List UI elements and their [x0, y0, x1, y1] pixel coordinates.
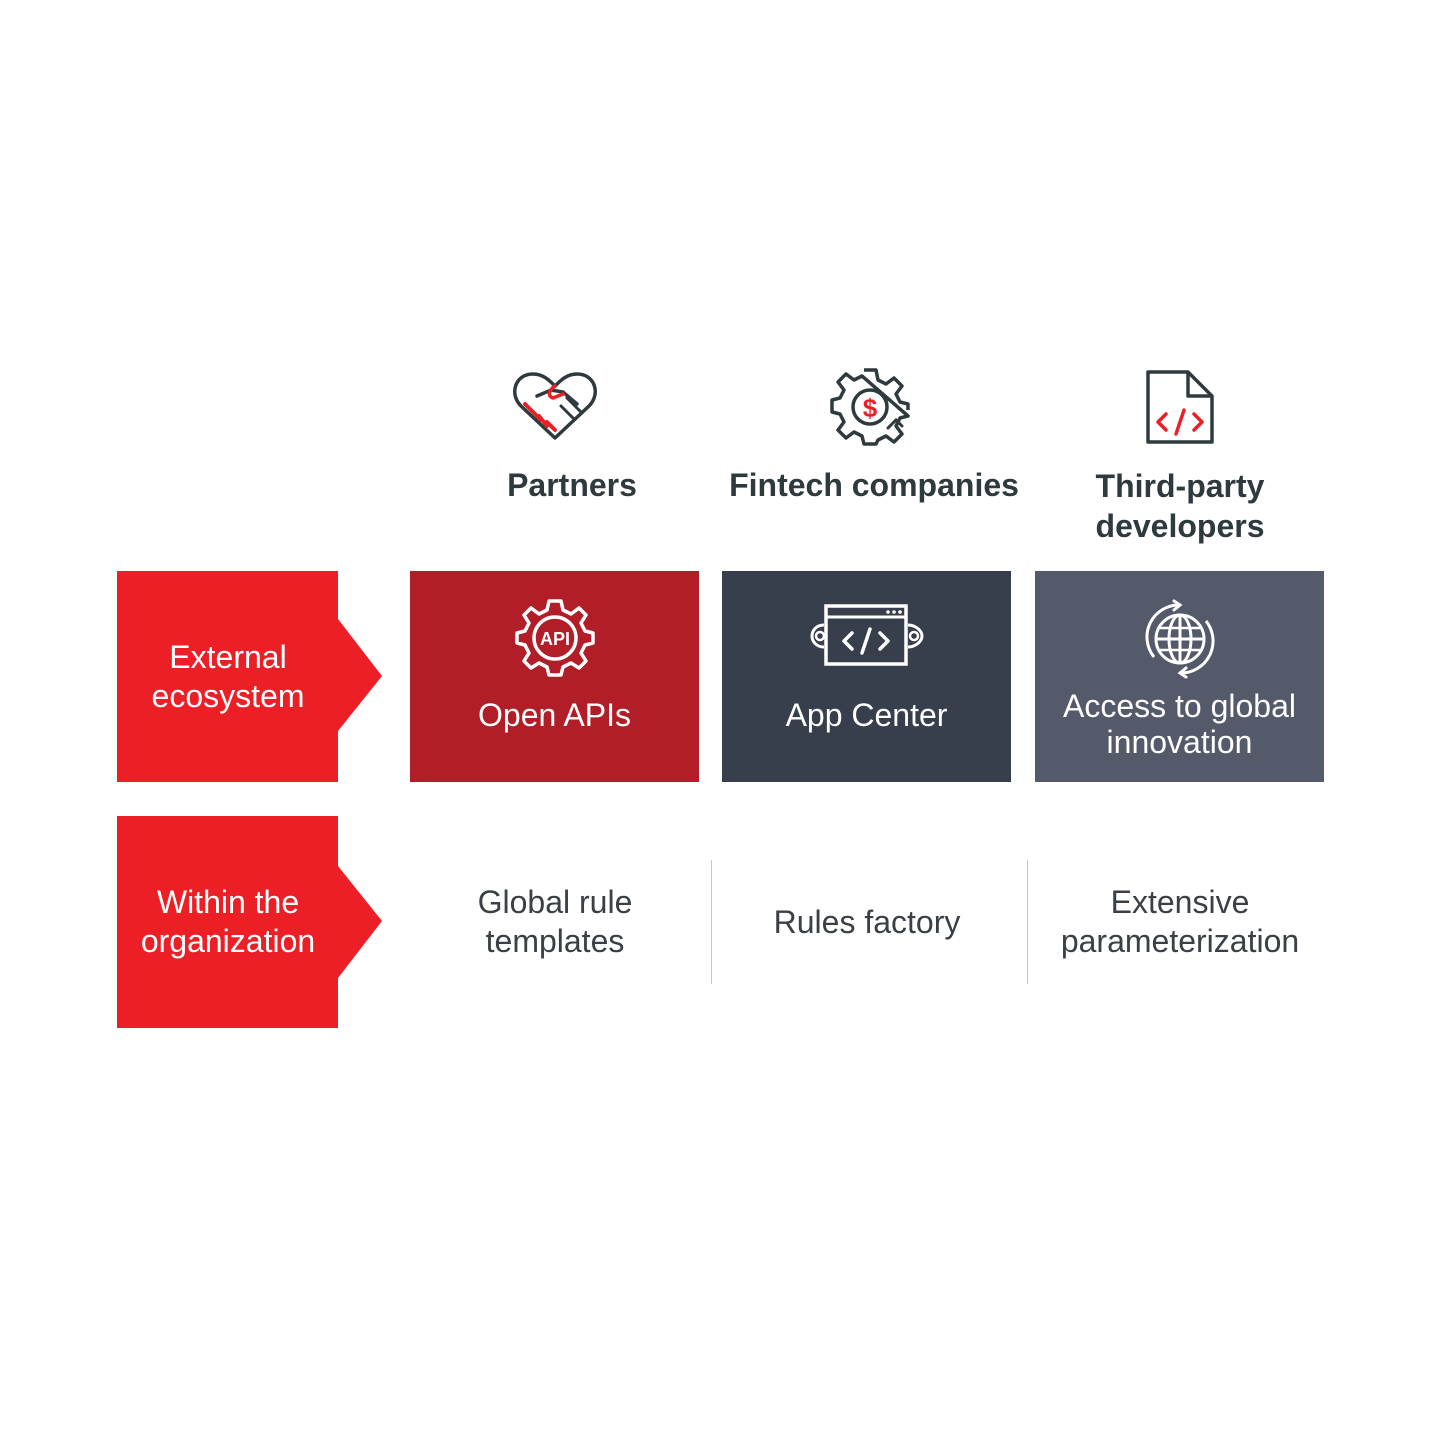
column-header-developers: Third-party developers	[1095, 468, 1265, 544]
row-label-internal: Within the organization	[117, 816, 383, 1028]
row-label-external: External ecosystem	[117, 571, 383, 782]
svg-text:API: API	[539, 629, 569, 649]
box-global-innovation: Access to global innovation	[1035, 571, 1324, 782]
gear-dollar-icon: $	[830, 366, 910, 451]
box-app-center-label: App Center	[785, 697, 948, 733]
divider	[711, 860, 712, 984]
row-label-external-text: External ecosystem	[151, 638, 305, 714]
box-open-apis-label: Open APIs	[478, 697, 631, 733]
svg-text:$: $	[863, 393, 878, 423]
globe-cycle-icon	[1140, 599, 1220, 684]
box-global-innovation-label: Access to global innovation	[1062, 688, 1296, 760]
code-file-icon	[1144, 368, 1216, 451]
api-gear-icon: API	[514, 597, 595, 682]
cell-rules-factory: Rules factory	[773, 903, 961, 940]
divider	[1027, 860, 1028, 984]
column-header-partners: Partners	[507, 467, 637, 503]
code-window-icon	[808, 603, 926, 672]
box-open-apis: API Open APIs	[410, 571, 699, 782]
box-app-center: App Center	[722, 571, 1011, 782]
row-label-internal-text: Within the organization	[140, 884, 316, 959]
column-header-fintech: Fintech companies	[729, 467, 1019, 503]
handshake-heart-icon	[511, 368, 599, 449]
cell-extensive-parameterization: Extensive parameterization	[1060, 884, 1300, 959]
cell-global-rule-templates: Global rule templates	[477, 884, 633, 959]
